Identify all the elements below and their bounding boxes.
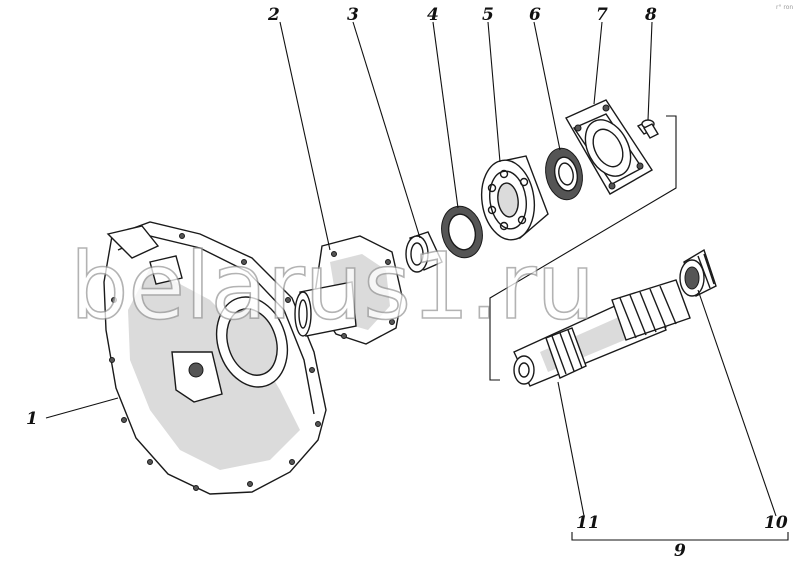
assembly-bracket (489, 115, 677, 381)
callout-2: 2 (267, 5, 280, 25)
part-11-splined-shaft (513, 279, 691, 387)
part-2-flanged-sleeve (294, 235, 403, 345)
part-1-housing (103, 221, 327, 495)
corner-mark: r° ron (776, 4, 793, 11)
callout-1: 1 (26, 409, 38, 429)
callout-11: 11 (576, 513, 600, 533)
part-8-bolt (636, 119, 659, 139)
callout-10: 10 (764, 513, 788, 533)
part-3-ring (405, 231, 443, 273)
part-10-gear-sleeve (679, 248, 717, 297)
callout-5: 5 (482, 5, 494, 25)
callout-9: 9 (674, 541, 686, 561)
part-6-seal (545, 147, 583, 201)
part-4-seal-ring (441, 205, 483, 259)
callout-3: 3 (347, 5, 359, 25)
callout-labels: 1 2 3 4 5 6 7 8 9 10 11 (26, 5, 788, 561)
watermark-text: belarus1.ru (70, 233, 595, 340)
part-7-square-cover (565, 99, 653, 195)
callout-4: 4 (427, 5, 439, 25)
callout-7: 7 (596, 5, 608, 25)
leader-lines (45, 21, 789, 541)
part-5-ball-bearing (480, 155, 549, 241)
callout-6: 6 (529, 5, 541, 25)
callout-8: 8 (644, 5, 657, 25)
